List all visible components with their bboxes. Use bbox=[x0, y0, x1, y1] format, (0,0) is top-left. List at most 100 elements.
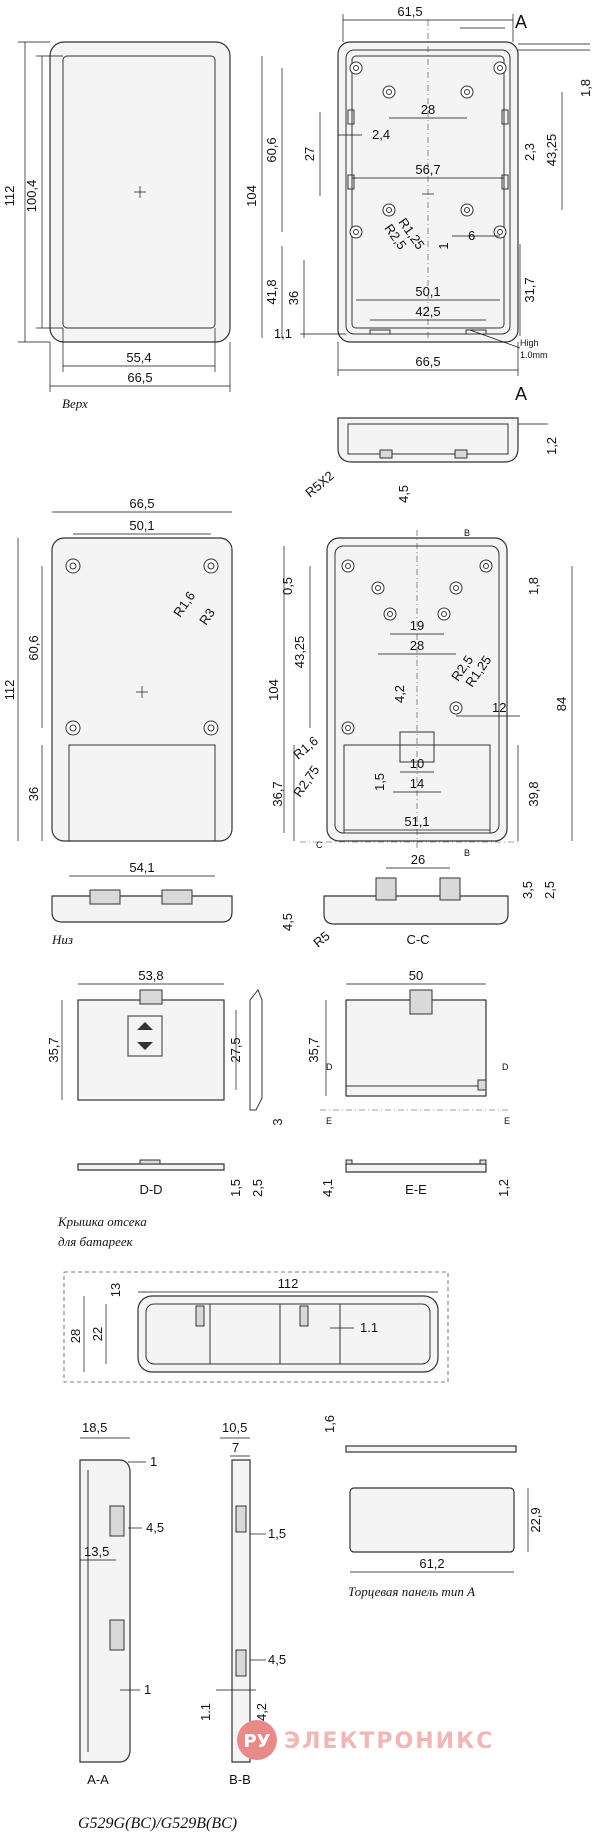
dim-18-5: 18,5 bbox=[82, 1420, 107, 1435]
section-d-marker-right: D bbox=[502, 1062, 509, 1072]
dim-10-5: 10,5 bbox=[222, 1420, 247, 1435]
dim-1-2-ee: 1,2 bbox=[496, 1179, 511, 1197]
high-note: High bbox=[520, 338, 539, 348]
dim-1-5-dd: 1,5 bbox=[228, 1179, 243, 1197]
dim-1-1-c: 1.1 bbox=[360, 1320, 378, 1335]
dim-13: 13 bbox=[108, 1283, 123, 1297]
section-e-marker-left: E bbox=[326, 1116, 332, 1126]
dim-112-c: 112 bbox=[278, 1276, 299, 1291]
dim-104-b: 104 bbox=[266, 679, 281, 701]
dim-2-5-dd: 2,5 bbox=[250, 1179, 265, 1197]
end-panel-face bbox=[349, 1487, 515, 1553]
dim-1b-aa: 1 bbox=[144, 1682, 151, 1697]
dim-r1-6-c: R1,6 bbox=[290, 733, 321, 762]
dim-22: 22 bbox=[90, 1327, 105, 1341]
dim-27-5: 27,5 bbox=[228, 1037, 243, 1062]
end-panel-edge bbox=[345, 1445, 517, 1453]
dim-1-5-bb: 1,5 bbox=[268, 1526, 286, 1541]
dim-66-5-a: 66,5 bbox=[415, 354, 440, 369]
watermark-badge-text: РУ bbox=[243, 1731, 270, 1752]
section-e-marker-right: E bbox=[504, 1116, 510, 1126]
dim-1-6: 1,6 bbox=[322, 1415, 337, 1433]
dim-35-7-b: 35,7 bbox=[306, 1037, 321, 1062]
top-width-inner: 55,4 bbox=[126, 350, 151, 365]
dim-28-b: 28 bbox=[410, 638, 424, 653]
section-ee-label: E-E bbox=[405, 1182, 427, 1197]
dim-28: 28 bbox=[421, 102, 435, 117]
side-a-profile: 1,2 R5X2 4,5 bbox=[302, 417, 559, 503]
section-bb-label: B-B bbox=[229, 1772, 251, 1787]
dim-3-5: 3,5 bbox=[520, 881, 535, 899]
dim-112-b: 112 bbox=[2, 680, 17, 701]
watermark-badge bbox=[237, 1720, 277, 1760]
dim-0-5: 0,5 bbox=[280, 577, 295, 595]
dim-3: 3 bbox=[270, 1118, 285, 1125]
dim-36-a: 36 bbox=[286, 291, 301, 305]
dim-51-1: 51,1 bbox=[404, 814, 429, 829]
dim-10: 10 bbox=[410, 756, 424, 771]
model-name: G529G(BC)/G529B(BC) bbox=[78, 1815, 237, 1832]
section-dd-label: D-D bbox=[139, 1182, 162, 1197]
dim-53-8: 53,8 bbox=[138, 968, 163, 983]
section-b-marker-bottom: B bbox=[464, 848, 470, 858]
dim-r5: R5 bbox=[310, 928, 332, 950]
dim-4-5-bb: 4,5 bbox=[268, 1652, 286, 1667]
dim-43-25-b: 43,25 bbox=[292, 636, 307, 669]
bottom-view-caption: Низ bbox=[51, 932, 73, 947]
high-note-value: 1.0mm bbox=[520, 350, 548, 360]
cover-ee: 50 35,7 D D E E 4,1 1,2 E-E bbox=[306, 968, 511, 1197]
dim-36-7: 36,7 bbox=[270, 781, 285, 806]
side-a-outline bbox=[337, 417, 519, 463]
top-view: 112 100,4 55,4 66,5 Верх bbox=[2, 41, 231, 411]
section-bb-outline bbox=[231, 1459, 251, 1763]
dim-35-7-a: 35,7 bbox=[46, 1037, 61, 1062]
battery-caption-line1: Крышка отсека bbox=[57, 1214, 147, 1229]
dim-1-2-a: 1,2 bbox=[544, 437, 559, 455]
bottom-view: 66,5 50,1 R1,6 R3 112 60,6 36 54,1 Низ bbox=[2, 496, 233, 947]
section-c-marker: C bbox=[316, 840, 323, 850]
watermark-text: ЭЛЕКТРОНИКС bbox=[284, 1729, 494, 1754]
dim-50-1-b: 50,1 bbox=[129, 518, 154, 533]
section-bb: 10,5 7 1,5 4,5 1.1 4,2 B-B bbox=[198, 1420, 286, 1787]
dim-61-2: 61,2 bbox=[419, 1556, 444, 1571]
section-cc-label: C-C bbox=[406, 932, 429, 947]
watermark: РУ ЭЛЕКТРОНИКС bbox=[237, 1720, 494, 1760]
section-b-marker-top: B bbox=[464, 528, 470, 538]
dim-50-1: 50,1 bbox=[415, 284, 440, 299]
dim-1-5-b: 1,5 bbox=[372, 773, 387, 791]
dim-84: 84 bbox=[554, 697, 569, 711]
dim-4-2-bb: 4,2 bbox=[254, 1703, 269, 1721]
dim-50: 50 bbox=[409, 968, 423, 983]
dim-r5x2: R5X2 bbox=[302, 468, 337, 500]
section-b-view: B B C 0,5 1,8 43,25 19 28 104 R2,5 R1,25… bbox=[266, 528, 573, 858]
dim-7: 7 bbox=[232, 1440, 239, 1455]
top-height-inner: 100,4 bbox=[24, 180, 39, 213]
dim-26: 26 bbox=[411, 852, 425, 867]
dim-4-5-a: 4,5 bbox=[396, 485, 411, 503]
dim-12: 12 bbox=[492, 700, 506, 715]
long-side-view: 112 13 28 22 1.1 bbox=[63, 1271, 449, 1383]
battery-caption-line2: для батареек bbox=[58, 1234, 134, 1249]
dim-4-2-b: 4,2 bbox=[392, 685, 407, 703]
dim-13-5: 13,5 bbox=[84, 1544, 109, 1559]
dim-31-7: 31,7 bbox=[522, 277, 537, 302]
top-width-outer: 66,5 bbox=[127, 370, 152, 385]
dim-39-8: 39,8 bbox=[526, 781, 541, 806]
dim-2-4: 2,4 bbox=[372, 127, 390, 142]
dim-61-5: 61,5 bbox=[397, 4, 422, 19]
dim-42-5: 42,5 bbox=[415, 304, 440, 319]
dim-4-1: 4,1 bbox=[320, 1179, 335, 1197]
top-height-outer: 112 bbox=[2, 186, 17, 207]
section-aa: 18,5 1 4,5 13,5 1 A-A bbox=[79, 1420, 164, 1787]
dim-60-6-b: 60,6 bbox=[26, 635, 41, 660]
dim-66-5-b: 66,5 bbox=[129, 496, 154, 511]
dim-43-25: 43,25 bbox=[544, 134, 559, 167]
dim-1-1: 1,1 bbox=[274, 326, 292, 341]
section-a-marker-bottom: A bbox=[515, 384, 527, 404]
dim-6: 6 bbox=[468, 228, 475, 243]
top-view-window bbox=[62, 55, 216, 329]
section-aa-label: A-A bbox=[87, 1772, 109, 1787]
dim-14: 14 bbox=[410, 776, 424, 791]
dim-56-7: 56,7 bbox=[415, 162, 440, 177]
end-panel-caption: Торцевая панель тип А bbox=[348, 1584, 475, 1599]
